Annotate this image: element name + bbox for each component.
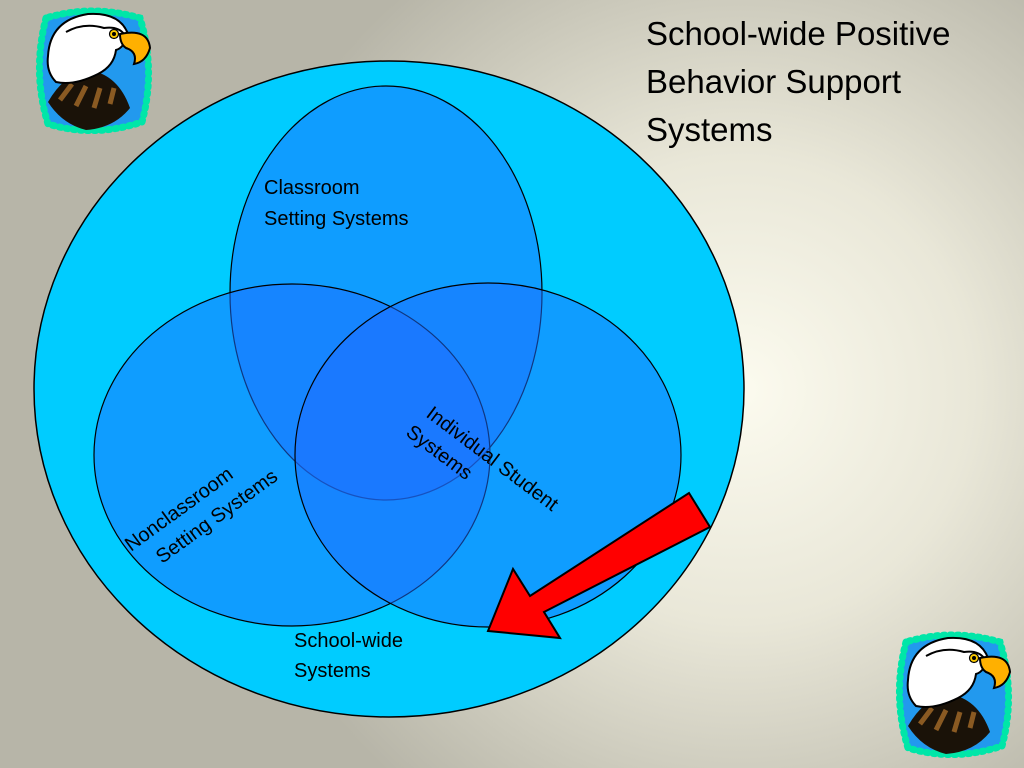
classroom-label-line-1: Classroom [264, 177, 360, 199]
slide-title: School-wide Positive Behavior Support Sy… [646, 15, 951, 148]
red-arrow-icon [486, 491, 712, 640]
eagle-head-icon [35, 7, 153, 134]
classroom-label-line-2: Setting Systems [264, 208, 409, 230]
individual-student-ellipse [294, 282, 682, 628]
school-wide-label: School-wide Systems [294, 630, 409, 682]
eagle-head-icon [895, 631, 1013, 758]
school-wide-label-line-1: School-wide [294, 630, 403, 652]
classroom-setting-label: Classroom Setting Systems [264, 177, 409, 230]
school-wide-label-line-2: Systems [294, 660, 371, 682]
